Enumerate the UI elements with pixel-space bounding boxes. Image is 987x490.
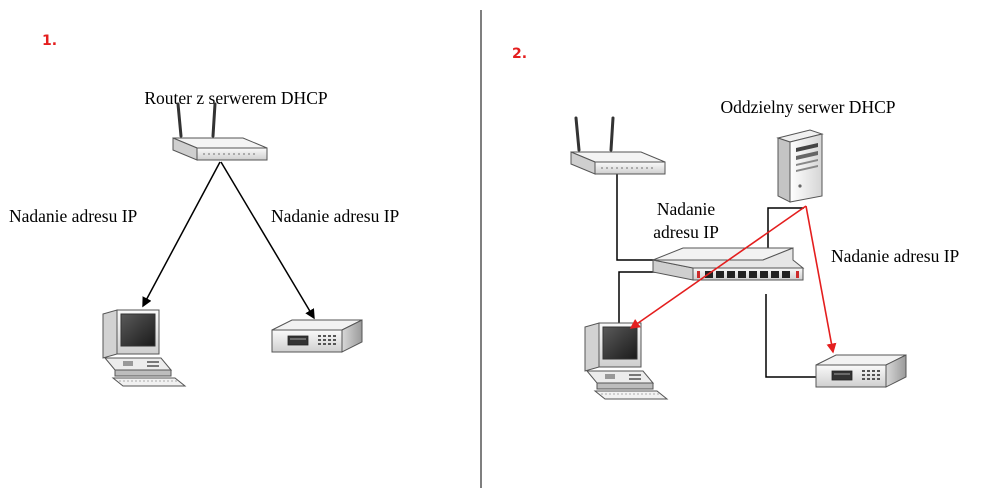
right-assign-ip-label: Nadanie adresu IP: [271, 206, 400, 226]
router-dhcp-label: Router z serwerem DHCP: [144, 88, 327, 108]
panel-2-number: 2.: [512, 46, 527, 62]
arrow-router-to-dvr: [220, 161, 315, 320]
cable-switch-pc: [618, 271, 660, 330]
router-icon: [569, 116, 667, 176]
desktop-computer-icon: [584, 322, 668, 400]
server-dhcp-label: Oddzielny serwer DHCP: [721, 97, 896, 117]
middle-assign-label-line1: Nadanie: [657, 199, 716, 219]
right-assign-ip-label-2: Nadanie adresu IP: [831, 246, 960, 266]
network-switch-icon: [652, 247, 804, 281]
cable-router-switch: [616, 168, 661, 261]
middle-assign-label-line2: adresu IP: [653, 222, 719, 242]
desktop-computer-icon: [102, 309, 186, 387]
router-icon: [171, 102, 269, 162]
cable-switch-dvr: [765, 294, 816, 378]
left-assign-ip-label: Nadanie adresu IP: [9, 206, 138, 226]
panel-1-number: 1.: [42, 33, 57, 49]
red-arrow-server-to-pc: [629, 205, 807, 329]
dvr-recorder-icon: [271, 319, 363, 353]
arrow-router-to-pc: [142, 161, 221, 308]
server-tower-icon: [777, 129, 823, 203]
dvr-recorder-icon: [815, 354, 907, 388]
red-arrow-server-to-dvr: [805, 205, 837, 354]
